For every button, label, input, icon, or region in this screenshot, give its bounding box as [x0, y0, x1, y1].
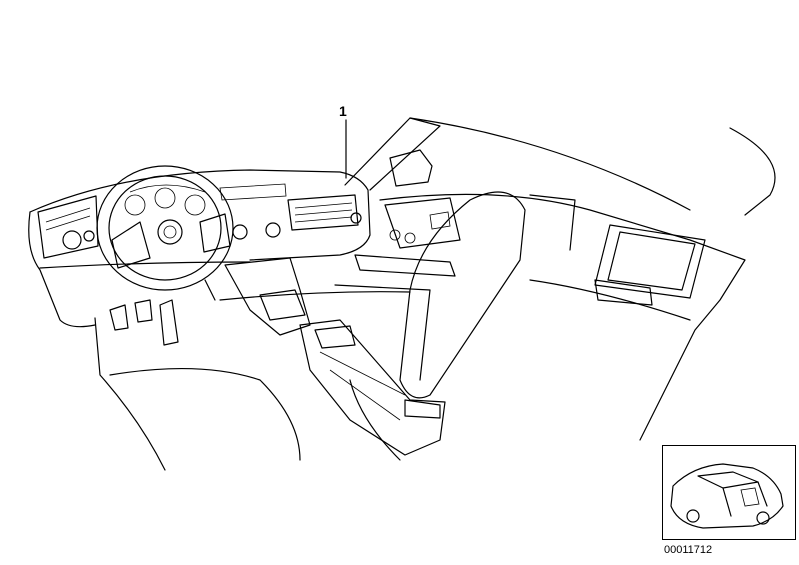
steering-wheel-outline — [96, 165, 234, 301]
a-pillar-outline — [344, 117, 776, 216]
side-mirror-outline — [389, 149, 433, 187]
pedals-outline — [94, 299, 179, 471]
callout-label-1: 1 — [339, 103, 347, 119]
door-panel-outline — [354, 193, 746, 441]
center-console-outline — [224, 257, 446, 456]
car-thumbnail-inset — [662, 445, 796, 540]
floor-outline — [109, 291, 411, 461]
passenger-seat-outline — [334, 191, 576, 399]
dashboard-outline — [28, 169, 371, 328]
figure-number: 00011712 — [664, 544, 713, 556]
coupe-car-thumbnail-icon — [670, 463, 784, 529]
